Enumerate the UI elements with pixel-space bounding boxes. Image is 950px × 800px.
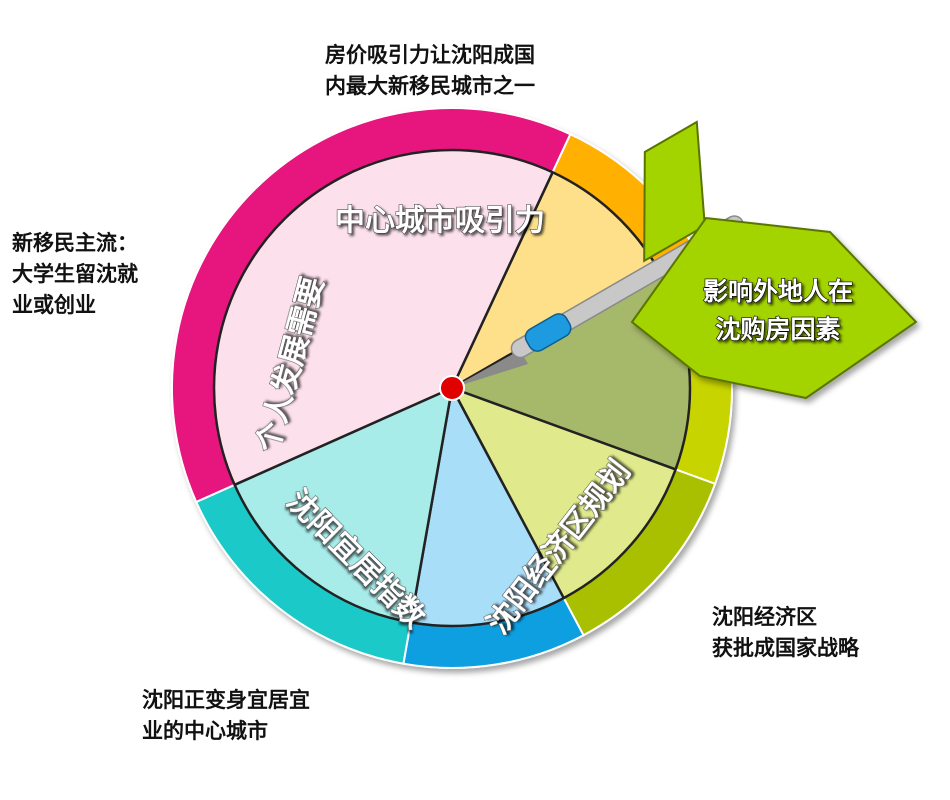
dart-flight-panel <box>630 216 918 400</box>
segment-personal <box>212 148 555 487</box>
note-left-line-2: 大学生留沈就 <box>12 262 138 286</box>
note-bottom-right: 沈阳经济区 获批成国家战略 <box>712 602 859 664</box>
note-bottom-right-line-1: 沈阳经济区 <box>712 605 817 629</box>
bullseye <box>439 375 465 401</box>
segment-lime <box>449 385 678 600</box>
note-bottom-left-line-1: 沈阳正变身宜居宜 <box>142 688 310 712</box>
note-top: 房价吸引力让沈阳成国 内最大新移民城市之一 <box>325 40 535 102</box>
note-bottom-left-line-2: 业的中心城市 <box>142 719 268 743</box>
dart-pointer <box>452 120 918 400</box>
note-top-line-1: 房价吸引力让沈阳成国 <box>325 43 535 67</box>
segment-label-attraction: 中心城市吸引力 <box>335 204 545 239</box>
center-label-line-2: 沈购房因素 <box>715 315 840 344</box>
segment-livable <box>232 385 454 624</box>
center-label-line-1: 影响外地人在 <box>703 277 853 306</box>
dart-grip <box>524 313 572 352</box>
note-top-line-2: 内最大新移民城市之一 <box>325 74 535 98</box>
note-bottom-left: 沈阳正变身宜居宜 业的中心城市 <box>142 685 310 747</box>
note-left: 新移民主流： 大学生留沈就 业或创业 <box>12 228 138 321</box>
dart-fin-upper <box>643 120 706 263</box>
note-left-line-1: 新移民主流： <box>12 231 138 255</box>
note-bottom-right-line-2: 获批成国家战略 <box>712 636 859 660</box>
segment-econ_zone <box>409 384 566 628</box>
note-left-line-3: 业或创业 <box>12 293 96 317</box>
dart-tip <box>452 350 528 388</box>
